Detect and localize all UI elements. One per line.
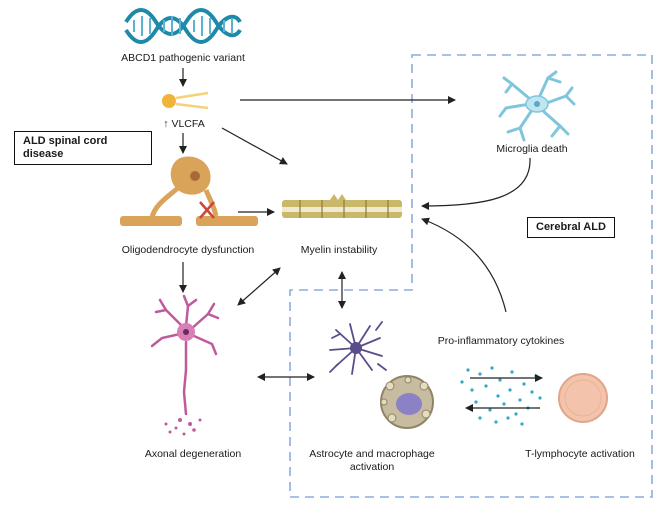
arrow-cytokines-to-myelin <box>421 217 507 313</box>
myelin-icon <box>282 194 402 218</box>
arrow-vlcfa-to-myelin <box>221 127 288 165</box>
box-ald-spinal-line2: disease <box>23 148 64 160</box>
microglia-icon <box>498 70 576 142</box>
neuron-icon <box>150 294 220 436</box>
cytokines-icon <box>460 366 542 426</box>
label-cytokines: Pro-inflammatory cytokines <box>437 335 565 347</box>
arrow-microglia-to-myelin <box>421 157 531 210</box>
label-astro-line2: activation <box>349 461 395 473</box>
label-vlcfa: ↑ VLCFA <box>163 118 205 130</box>
label-tcell: T-lymphocyte activation <box>525 448 635 460</box>
label-oligo: Oligodendrocyte dysfunction <box>121 244 255 256</box>
label-abcd1: ABCD1 pathogenic variant <box>121 52 245 64</box>
label-axonal: Axonal degeneration <box>144 448 242 460</box>
arrows <box>179 68 543 412</box>
label-astro-line1: Astrocyte and macrophage <box>309 448 435 460</box>
arrow-myelin-axonal <box>237 267 281 306</box>
box-ald-spinal-line1: ALD spinal cord <box>23 135 108 147</box>
dna-icon <box>124 8 242 44</box>
label-myelin: Myelin instability <box>300 244 378 256</box>
box-cerebral-ald: Cerebral ALD <box>527 217 615 238</box>
macrophage-icon <box>380 375 434 429</box>
astrocyte-icon <box>329 321 387 375</box>
lipid-icon <box>162 91 209 110</box>
oligodendrocyte-icon <box>120 156 258 226</box>
tlymphocyte-icon <box>558 373 608 423</box>
label-microglia: Microglia death <box>496 143 568 155</box>
box-ald-spinal: ALD spinal cord disease <box>14 131 152 165</box>
cerebral-region-border <box>289 54 653 498</box>
